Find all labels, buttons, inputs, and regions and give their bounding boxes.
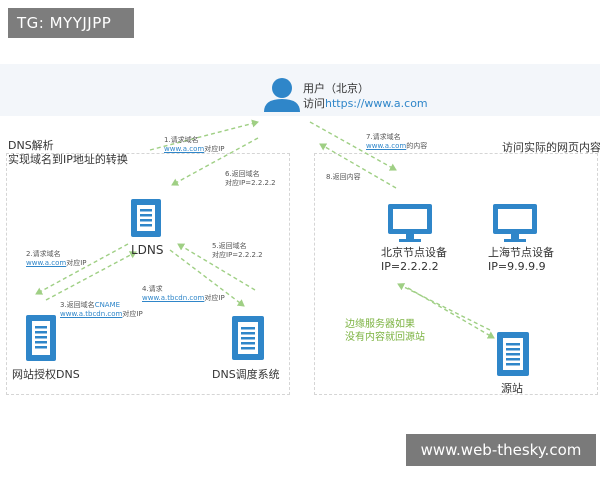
step-7-detail: www.a.com的内容: [366, 142, 427, 151]
visit-url: https://www.a.com: [325, 97, 428, 110]
step-4-title: 4.请求: [142, 285, 163, 293]
step-3-detail: www.a.tbcdn.com对应IP: [60, 310, 143, 319]
origin-server-icon: [497, 332, 529, 376]
step-2-detail: www.a.com对应IP: [26, 259, 87, 268]
shanghai-ip: IP=9.9.9.9: [488, 260, 546, 273]
arrow-step-8: [319, 143, 397, 189]
step-1-detail: www.a.com对应IP: [164, 145, 225, 154]
shanghai-monitor-icon: [493, 204, 537, 242]
step-3-label: 3.返回域名CNAME www.a.tbcdn.com对应IP: [60, 301, 143, 319]
right-section-title: 访问实际的网页内容: [502, 141, 600, 154]
left-title-line-1: DNS解析: [8, 139, 54, 152]
step-1-suffix: 对应IP: [204, 145, 225, 153]
shanghai-node-label: 上海节点设备 IP=9.9.9.9: [488, 246, 554, 274]
left-title-line-2: 实现域名到IP地址的转换: [8, 153, 128, 166]
beijing-node-label: 北京节点设备 IP=2.2.2.2: [381, 246, 447, 274]
watermark-bottom-right: www.web-thesky.com: [406, 434, 596, 466]
user-label: 用户（北京） 访问https://www.a.com: [303, 81, 428, 111]
authoritative-dns-label: 网站授权DNS: [12, 368, 80, 381]
arrow-origin-to-edge: [397, 283, 491, 331]
step-7-suffix: 的内容: [406, 142, 428, 150]
user-band: [0, 64, 600, 116]
edge-note-line-1: 边缘服务器如果: [345, 319, 415, 330]
arrow-step-7: [309, 121, 397, 171]
step-2-title: 2.请求域名: [26, 250, 61, 258]
step-4-suffix: 对应IP: [204, 294, 225, 302]
beijing-name: 北京节点设备: [381, 246, 447, 259]
arrow-step-2: [35, 243, 129, 295]
step-2-label: 2.请求域名 www.a.com对应IP: [26, 250, 87, 268]
user-visit-line: 访问https://www.a.com: [303, 96, 428, 111]
left-section-title: DNS解析 实现域名到IP地址的转换: [8, 139, 128, 167]
arrow-step-5: [177, 243, 256, 291]
ldns-label: LDNS: [131, 243, 164, 257]
step-2-suffix: 对应IP: [66, 259, 87, 267]
ldns-server-icon: [131, 199, 161, 237]
dns-resolution-region: [6, 153, 290, 395]
step-2-domain: www.a.com: [26, 259, 67, 267]
step-4-domain: www.a.tbcdn.com: [142, 294, 205, 302]
step-4-detail: www.a.tbcdn.com对应IP: [142, 294, 225, 303]
arrow-step-1: [149, 119, 259, 151]
user-name: 用户（北京）: [303, 82, 369, 95]
step-4-label: 4.请求 www.a.tbcdn.com对应IP: [142, 285, 225, 303]
step-7-label: 7.请求域名 www.a.com的内容: [366, 133, 427, 151]
step-1-domain: www.a.com: [164, 145, 205, 153]
edge-note-line-2: 没有内容就回源站: [345, 332, 425, 343]
step-3-suffix: 对应IP: [122, 310, 143, 318]
shanghai-name: 上海节点设备: [488, 246, 554, 259]
edge-fallback-note: 边缘服务器如果 没有内容就回源站: [345, 318, 425, 344]
step-6-result: 对应IP=2.2.2.2: [225, 179, 276, 187]
step-6-label: 6.返回域名 对应IP=2.2.2.2: [225, 170, 276, 188]
step-8-label: 8.返回内容: [326, 173, 361, 181]
content-access-region: [314, 153, 598, 395]
step-6-title: 6.返回域名: [225, 170, 260, 178]
step-3-cname: CNAME: [94, 301, 121, 309]
dns-scheduler-label: DNS调度系统: [212, 368, 280, 381]
watermark-top-left: TG: MYYJJPP: [8, 8, 134, 38]
step-7-domain: www.a.com: [366, 142, 407, 150]
arrow-step-6: [171, 137, 259, 186]
step-1-label: 1.请求域名 www.a.com对应IP: [164, 136, 225, 154]
step-7-title: 7.请求域名: [366, 133, 401, 141]
step-5-label: 5.返回域名 对应IP=2.2.2.2: [212, 242, 263, 260]
user-icon: [264, 78, 300, 112]
beijing-monitor-icon: [388, 204, 432, 242]
step-5-title: 5.返回域名: [212, 242, 247, 250]
origin-label: 源站: [501, 382, 523, 395]
arrow-step-3: [45, 251, 137, 301]
visit-prefix: 访问: [303, 97, 325, 110]
step-3-title-line: 3.返回域名CNAME: [60, 301, 143, 310]
step-3-domain: www.a.tbcdn.com: [60, 310, 123, 318]
arrow-edge-to-origin: [407, 287, 495, 339]
step-3-title: 3.返回域名: [60, 301, 95, 309]
beijing-ip: IP=2.2.2.2: [381, 260, 439, 273]
step-1-title: 1.请求域名: [164, 136, 199, 144]
step-5-result: 对应IP=2.2.2.2: [212, 251, 263, 259]
arrow-step-4: [169, 249, 245, 307]
authoritative-dns-server-icon: [26, 315, 56, 361]
dns-scheduler-server-icon: [232, 316, 264, 360]
